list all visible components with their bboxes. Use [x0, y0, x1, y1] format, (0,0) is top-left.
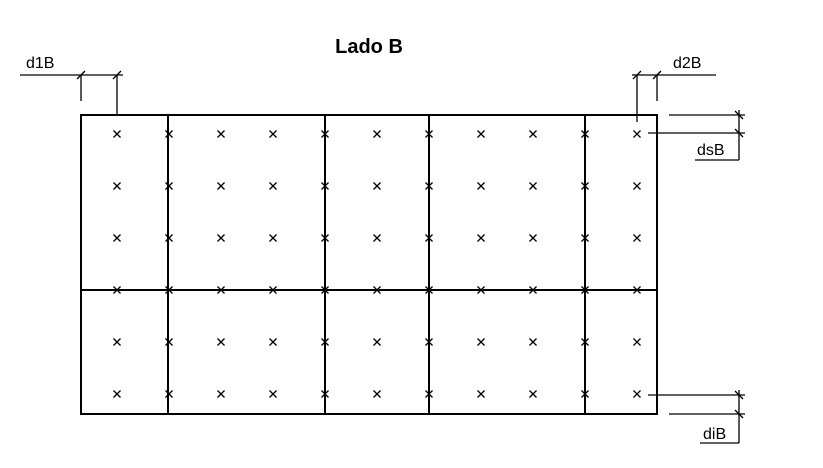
point-marker — [165, 130, 173, 138]
dimension-d1: d1B — [20, 55, 123, 115]
point-marker — [321, 286, 329, 294]
point-marker — [633, 234, 641, 242]
point-marker — [529, 338, 537, 346]
point-marker — [321, 182, 329, 190]
dimension-label-d1: d1B — [26, 55, 54, 72]
point-marker — [477, 130, 485, 138]
point-marker — [113, 234, 121, 242]
point-marker — [477, 390, 485, 398]
point-marker — [113, 130, 121, 138]
point-marker — [113, 390, 121, 398]
point-marker — [217, 286, 225, 294]
dimension-label-di: diB — [703, 426, 726, 443]
point-marker — [425, 338, 433, 346]
point-marker — [269, 286, 277, 294]
point-marker — [529, 130, 537, 138]
point-marker — [477, 182, 485, 190]
point-marker — [373, 234, 381, 242]
point-marker — [529, 234, 537, 242]
point-marker — [581, 130, 589, 138]
point-marker — [373, 182, 381, 190]
point-marker — [321, 130, 329, 138]
point-marker — [373, 390, 381, 398]
point-marker — [477, 286, 485, 294]
point-marker — [633, 390, 641, 398]
diagram-title: Lado B — [335, 36, 403, 58]
point-marker — [165, 338, 173, 346]
point-marker — [217, 182, 225, 190]
point-marker — [373, 130, 381, 138]
point-marker — [633, 286, 641, 294]
cell-grid — [81, 115, 657, 414]
point-marker — [425, 130, 433, 138]
point-marker — [581, 338, 589, 346]
dimension-di: diB — [648, 390, 745, 444]
point-marker — [321, 234, 329, 242]
point-marker — [217, 338, 225, 346]
point-marker — [165, 390, 173, 398]
point-marker — [529, 286, 537, 294]
dimension-ds: dsB — [648, 110, 745, 161]
dimension-label-d2: d2B — [673, 55, 701, 72]
panel-outline — [80, 114, 658, 415]
point-marker — [425, 234, 433, 242]
point-marker — [477, 234, 485, 242]
point-marker — [269, 130, 277, 138]
point-marker — [477, 338, 485, 346]
point-marker — [633, 338, 641, 346]
dimension-label-ds: dsB — [697, 142, 725, 159]
point-marker — [113, 286, 121, 294]
point-marker — [321, 338, 329, 346]
point-marker — [165, 286, 173, 294]
point-grid — [113, 130, 641, 398]
point-marker — [217, 390, 225, 398]
point-marker — [633, 182, 641, 190]
point-marker — [529, 182, 537, 190]
point-marker — [529, 390, 537, 398]
point-marker — [217, 130, 225, 138]
point-marker — [581, 234, 589, 242]
point-marker — [165, 234, 173, 242]
point-marker — [113, 182, 121, 190]
point-marker — [269, 182, 277, 190]
point-marker — [269, 338, 277, 346]
point-marker — [581, 286, 589, 294]
point-marker — [373, 286, 381, 294]
point-marker — [321, 390, 329, 398]
point-marker — [113, 338, 121, 346]
point-marker — [373, 338, 381, 346]
point-marker — [425, 390, 433, 398]
point-marker — [581, 182, 589, 190]
dimension-d2: d2B — [632, 55, 716, 122]
point-marker — [425, 182, 433, 190]
point-marker — [269, 390, 277, 398]
point-marker — [425, 286, 433, 294]
point-marker — [165, 182, 173, 190]
point-marker — [633, 130, 641, 138]
point-marker — [581, 390, 589, 398]
point-marker — [217, 234, 225, 242]
point-marker — [269, 234, 277, 242]
